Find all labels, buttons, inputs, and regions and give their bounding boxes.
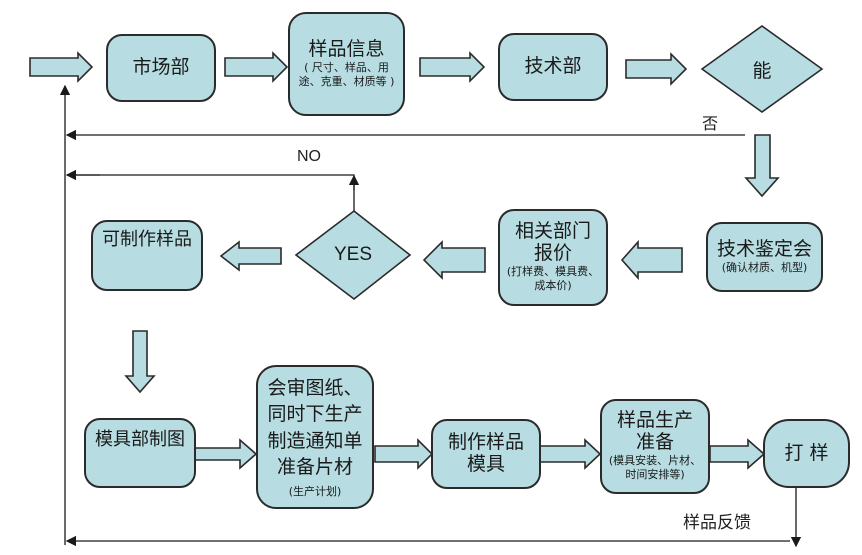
node-quote-detail: (打样费、模具费、成本价) <box>506 265 600 293</box>
decision-yes <box>294 209 412 301</box>
node-sample-info-title: 样品信息 <box>308 37 385 60</box>
node-can-make: 可制作样品 <box>91 220 203 291</box>
arrow-canmake-down <box>124 330 156 394</box>
arrow-review-to-makemold <box>374 438 434 470</box>
decision-yes-label: YES <box>296 238 410 272</box>
edge-label-no-en: NO <box>297 148 321 165</box>
node-review-drawings: 会审图纸、同时下生产制造通知单准备片材 (生产计划) <box>256 365 374 509</box>
node-prep-title: 样品生产准备 <box>616 409 693 454</box>
node-mold-drawing: 模具部制图 <box>84 418 196 488</box>
node-sample-info: 样品信息 ( 尺寸、样品、用途、克重、材质等 ) <box>288 12 405 116</box>
arrow-tech-to-decision <box>625 52 688 86</box>
node-proof-title: 打 样 <box>784 441 829 464</box>
node-tech-dept: 技术部 <box>498 33 608 101</box>
node-can-make-title: 可制作样品 <box>102 229 192 250</box>
arrow-quote-to-yes <box>422 240 486 280</box>
node-review-drawings-detail: (生产计划) <box>288 485 342 499</box>
node-market: 市场部 <box>106 34 216 102</box>
edge-label-feedback: 样品反馈 <box>683 513 751 533</box>
node-make-mold: 制作样品模具 <box>431 419 541 489</box>
arrow-entry <box>29 51 94 83</box>
node-mold-drawing-title: 模具部制图 <box>95 429 185 450</box>
node-prep: 样品生产准备 (模具安装、片材、时间安排等) <box>600 399 710 494</box>
arrow-makemold-to-prep <box>539 438 602 470</box>
node-tech-review: 技术鉴定会 (确认材质、机型) <box>706 222 823 292</box>
decision-can-label: 能 <box>702 50 822 88</box>
node-review-drawings-title: 会审图纸、同时下生产制造通知单准备片材 <box>267 376 363 479</box>
node-market-title: 市场部 <box>132 56 190 79</box>
decision-can-text: 能 <box>752 59 772 82</box>
decision-can <box>700 25 824 113</box>
arrow-review-to-quote <box>620 239 683 281</box>
decision-yes-text: YES <box>333 244 373 265</box>
arrow-mold-to-review <box>194 438 258 470</box>
node-make-mold-title: 制作样品模具 <box>447 431 524 475</box>
arrow-market-to-info <box>224 51 289 83</box>
node-quote: 相关部门报价 (打样费、模具费、成本价) <box>498 209 608 306</box>
node-proof: 打 样 <box>763 419 850 488</box>
node-prep-detail: (模具安装、片材、时间安排等) <box>608 454 702 482</box>
arrow-yes-to-canmake <box>219 240 282 272</box>
node-quote-title: 相关部门报价 <box>514 220 591 265</box>
node-tech-review-title: 技术鉴定会 <box>716 237 812 260</box>
arrow-decision-down <box>744 134 780 198</box>
node-tech-dept-title: 技术部 <box>524 55 582 78</box>
return-line-no-en <box>67 174 355 211</box>
edge-label-no-cn: 否 <box>702 114 719 133</box>
arrow-info-to-tech <box>419 51 486 83</box>
node-tech-review-detail: (确认材质、机型) <box>721 260 808 274</box>
node-sample-info-detail: ( 尺寸、样品、用途、克重、材质等 ) <box>298 60 395 88</box>
arrow-prep-to-proof <box>709 438 766 470</box>
